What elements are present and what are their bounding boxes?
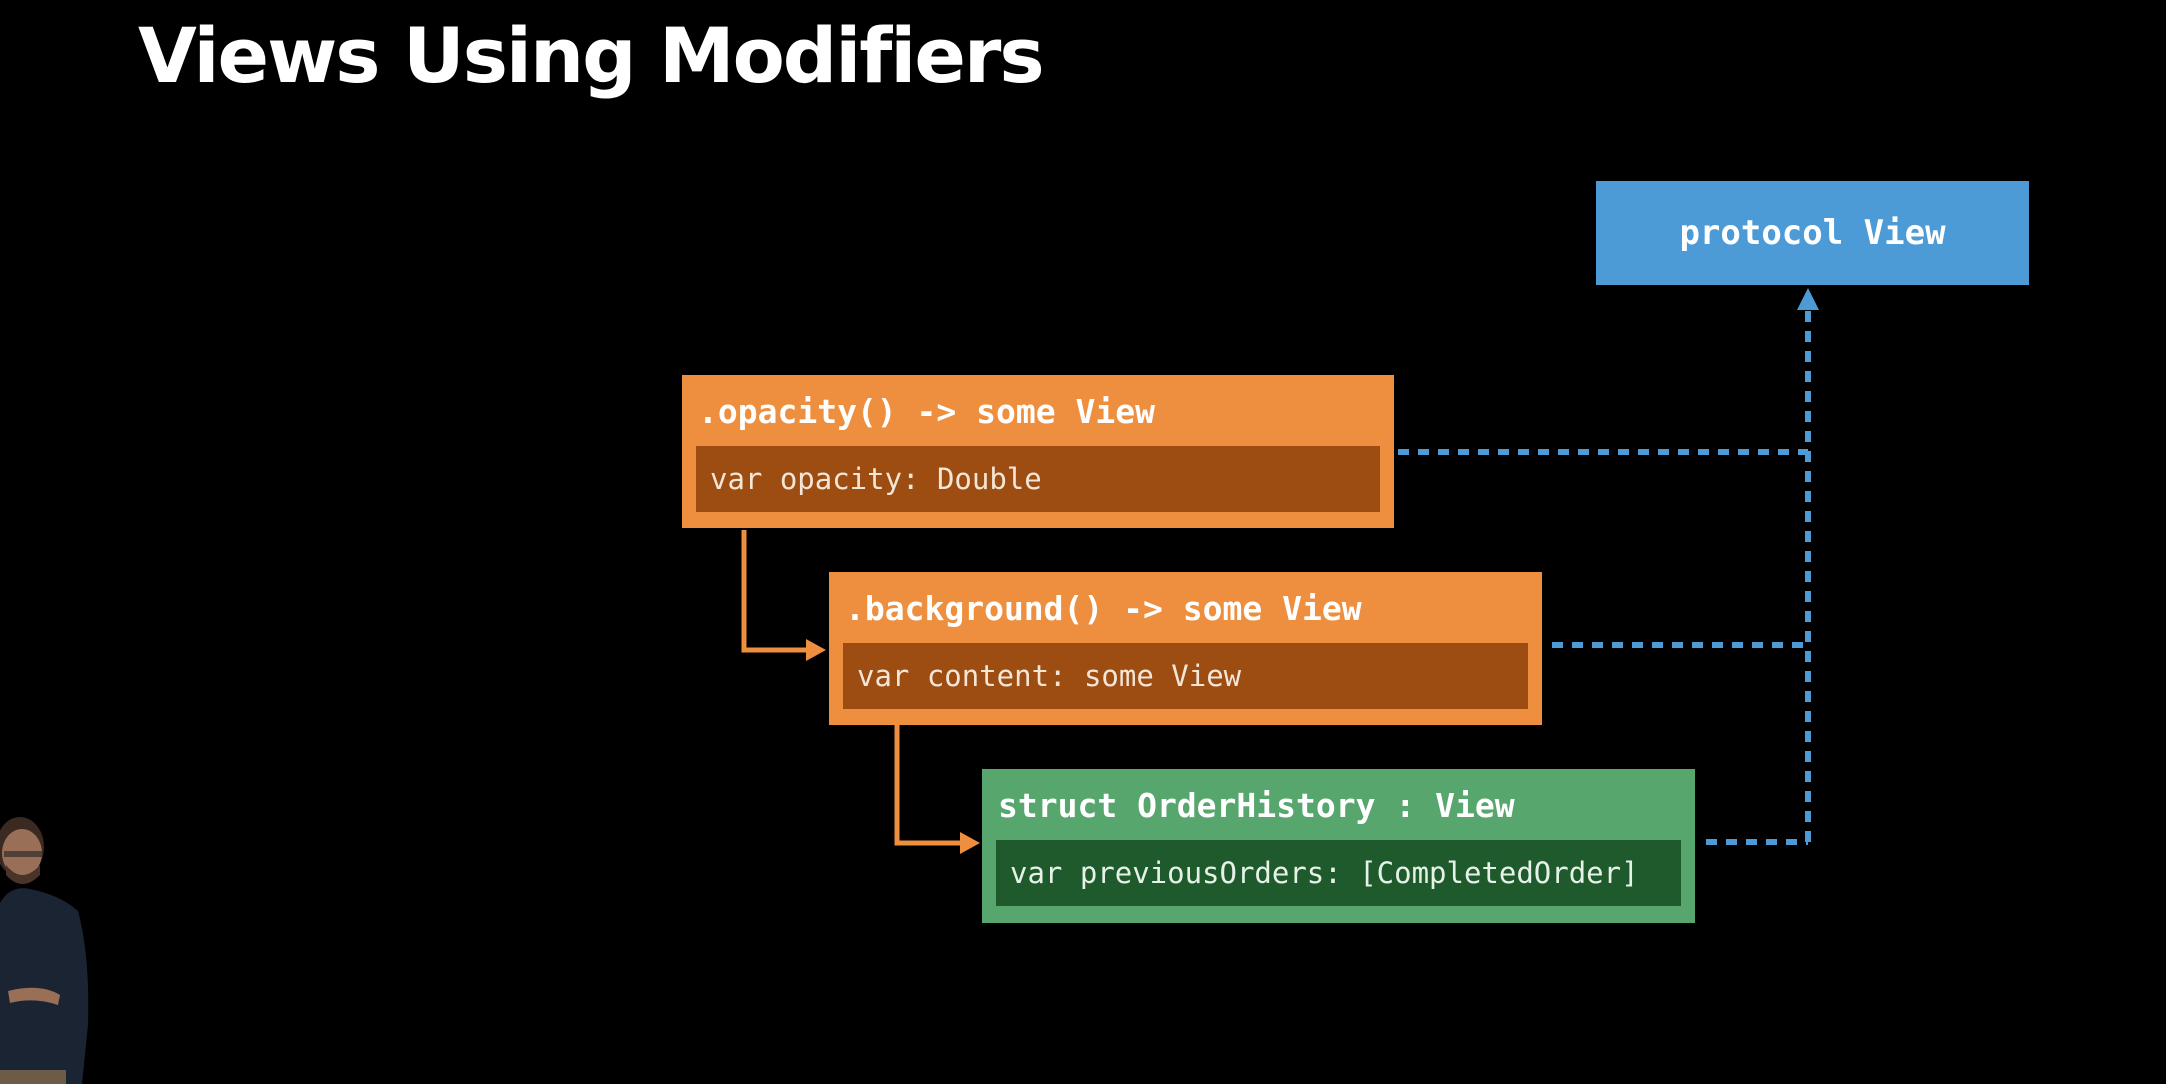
conformance-arrowhead xyxy=(1797,288,1819,310)
protocol-view-label: protocol View xyxy=(1679,213,1946,253)
background-modifier-property: var content: some View xyxy=(843,643,1528,709)
background-modifier-box: .background() -> some View var content: … xyxy=(829,572,1542,725)
wrap-arrow-background-to-orderhistory xyxy=(894,725,962,846)
opacity-modifier-header: .opacity() -> some View xyxy=(698,392,1155,431)
wrap-arrowhead-background xyxy=(806,639,826,661)
opacity-modifier-box: .opacity() -> some View var opacity: Dou… xyxy=(682,375,1394,528)
order-history-struct-box: struct OrderHistory : View var previousO… xyxy=(982,769,1695,923)
background-modifier-header: .background() -> some View xyxy=(845,589,1362,628)
wrap-arrow-opacity-to-background xyxy=(741,530,808,653)
order-history-struct-header: struct OrderHistory : View xyxy=(998,786,1515,825)
opacity-modifier-property: var opacity: Double xyxy=(696,446,1380,512)
protocol-view-box: protocol View xyxy=(1596,181,2029,285)
presenter-figure xyxy=(0,817,89,1084)
wrap-arrowhead-orderhistory xyxy=(960,832,980,854)
conformance-lines xyxy=(1398,308,1811,845)
slide-title: Views Using Modifiers xyxy=(138,11,1045,100)
wrap-arrows xyxy=(741,530,962,846)
order-history-struct-property: var previousOrders: [CompletedOrder] xyxy=(996,840,1681,906)
